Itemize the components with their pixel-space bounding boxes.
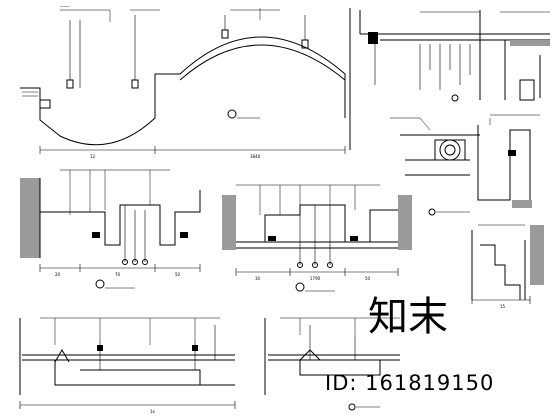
section-bottom-center [264,317,400,411]
dim-tl-0: 12 [90,154,96,159]
section-bottom-left: 1x [19,317,236,414]
section-marker-tl [227,109,237,119]
section-marker-ml [95,279,105,289]
dim-tl-1: 3840 [250,154,261,159]
section-mid-left: 20 70 50 [20,169,201,289]
note-tl-1: ──── [59,4,70,9]
section-marker-tr [451,94,459,102]
dim-ml-0: 20 [55,272,61,277]
dim-mc-2: 50 [365,276,371,281]
dim-mc-1: 1790 [310,276,321,281]
section-small-right: 15 [471,224,544,309]
watermark-logo: 知末 [368,294,448,340]
section-top-left: ──── 12 3840 [20,4,351,159]
watermark-id: ID: 161819150 [325,371,494,395]
dim-bl-0: 1x [150,409,156,414]
dim-ml-1: 70 [115,272,121,277]
dim-mc-0: 30 [255,276,261,281]
section-marker-mc [295,282,305,292]
dim-ml-2: 50 [175,272,181,277]
section-top-right [359,10,550,102]
dim-sr-0: 15 [500,304,506,309]
section-mid-right [390,114,540,216]
watermark: 知末 ID: 161819150 [325,294,494,395]
section-mid-center: 30 1790 50 [222,184,412,292]
lamp-detail-circle [439,139,461,161]
section-marker-bc [348,403,356,411]
